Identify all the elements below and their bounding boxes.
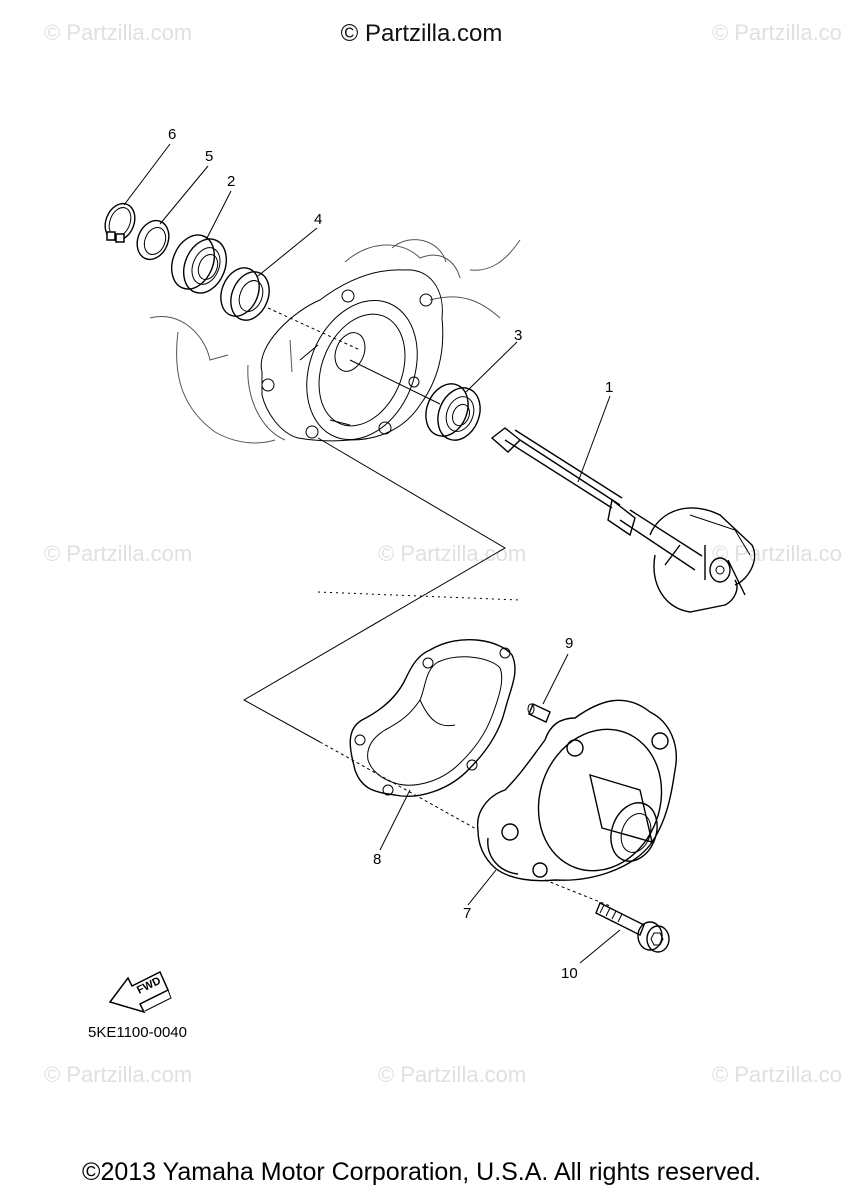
watermark-bottom-center: © Partzilla.com xyxy=(378,1062,527,1087)
seal-part-5 xyxy=(136,219,170,261)
watermark-bottom-left: © Partzilla.com xyxy=(44,1062,193,1087)
watermark-top-right: © Partzilla.com xyxy=(712,20,843,45)
callout-numbers: 1 2 3 4 5 6 7 8 9 10 xyxy=(168,126,613,982)
oil-seal-part-4 xyxy=(220,267,270,321)
dowel-pin-part-9 xyxy=(527,703,551,723)
callout-3: 3 xyxy=(514,327,522,344)
copyright-footer: ©2013 Yamaha Motor Corporation, U.S.A. A… xyxy=(82,1158,761,1186)
forward-direction-arrow: FWD xyxy=(108,970,172,1014)
callout-6: 6 xyxy=(168,126,176,143)
watermark-bottom-right: © Partzilla.com xyxy=(712,1062,843,1087)
pump-cover-part-7 xyxy=(476,699,677,882)
bearing-part-2 xyxy=(170,234,228,294)
callout-9: 9 xyxy=(565,635,573,652)
callout-4: 4 xyxy=(314,211,322,228)
watermark-mid-right: © Partzilla.com xyxy=(712,541,843,566)
callout-1: 1 xyxy=(605,379,613,396)
bolt-part-10 xyxy=(595,902,670,953)
watermark-mid-center: © Partzilla.com xyxy=(378,541,527,566)
circlip-part-6 xyxy=(104,202,136,243)
callout-2: 2 xyxy=(227,173,235,190)
callout-5: 5 xyxy=(205,148,213,165)
impeller-shaft-part-1 xyxy=(490,427,756,613)
site-credit: © Partzilla.com xyxy=(340,20,503,47)
callout-leaders xyxy=(123,143,621,964)
seal-part-3 xyxy=(425,383,481,441)
callout-8: 8 xyxy=(373,851,381,868)
assembly-lines xyxy=(242,307,611,907)
watermark-top-left: © Partzilla.com xyxy=(44,20,193,45)
gasket-part-8 xyxy=(349,638,516,797)
callout-7: 7 xyxy=(463,905,471,922)
watermark-mid-left: © Partzilla.com xyxy=(44,541,193,566)
callout-10: 10 xyxy=(561,965,578,982)
diagram-code: 5KE1100-0040 xyxy=(88,1024,187,1041)
